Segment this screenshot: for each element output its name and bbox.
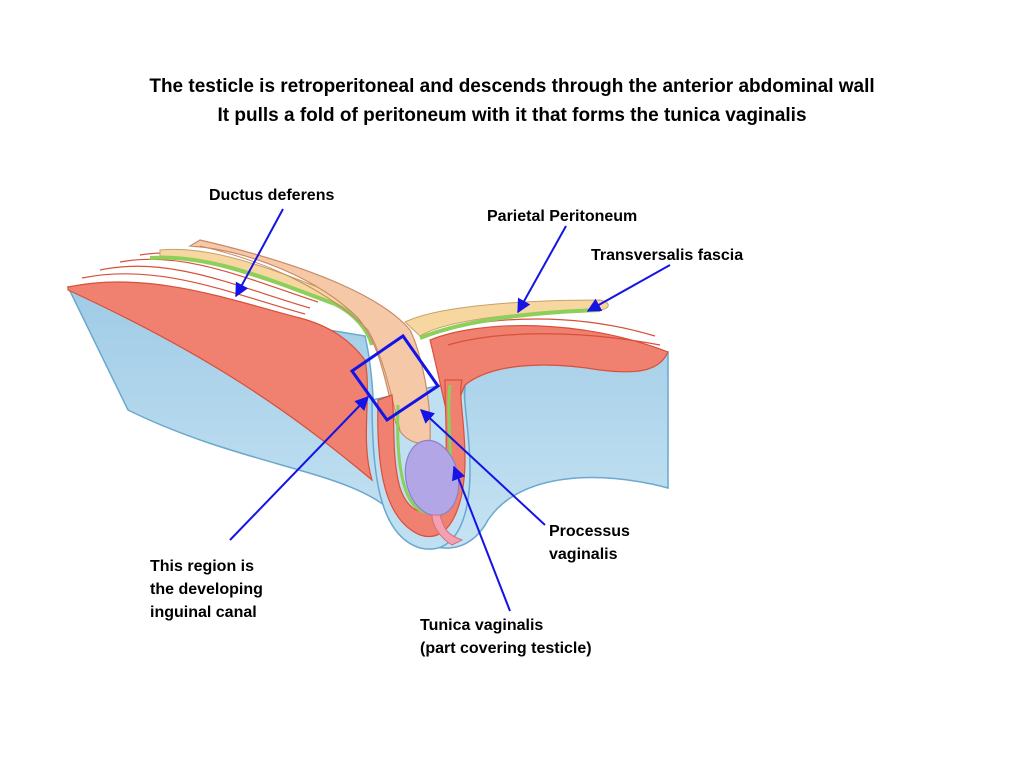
label-processus-vaginalis-line-1: Processus (549, 523, 630, 540)
label-inguinal-canal-line-2: the developing (150, 581, 263, 598)
label-processus-vaginalis-line-2: vaginalis (549, 546, 618, 563)
arrow-tunica-vaginalis (452, 465, 511, 612)
right-fascia-layer (419, 308, 601, 340)
label-parietal-peritoneum: Parietal Peritoneum (487, 208, 638, 225)
label-inguinal-canal-line-3: inguinal canal (150, 604, 257, 621)
label-processus-vaginalis: Processus vaginalis (549, 520, 630, 566)
title-line-2: It pulls a fold of peritoneum with it th… (217, 105, 807, 126)
gubernaculum (431, 514, 464, 546)
slide-title: The testicle is retroperitoneal and desc… (0, 72, 1024, 130)
label-tunica-vaginalis-line-2: (part covering testicle) (420, 640, 592, 657)
left-fascia-layer (149, 255, 374, 346)
arrow-ductus-deferens (235, 208, 284, 298)
label-inguinal-canal: This region is the developing inguinal c… (150, 555, 263, 624)
arrow-inguinal-canal (229, 395, 369, 541)
inguinal-canal-box (349, 333, 441, 423)
label-inguinal-canal-line-1: This region is (150, 558, 255, 575)
left-muscle-layers (67, 281, 374, 482)
label-ductus-deferens: Ductus deferens (209, 187, 335, 204)
arrow-parietal-peritoneum (517, 225, 567, 314)
arrow-processus-vaginalis (419, 409, 546, 526)
label-tunica-vaginalis: Tunica vaginalis (part covering testicle… (420, 614, 592, 660)
title-line-1: The testicle is retroperitoneal and desc… (149, 76, 875, 97)
right-peritoneum-layer (404, 299, 609, 337)
arrow-transversalis-fascia (586, 264, 671, 312)
label-tunica-vaginalis-line-1: Tunica vaginalis (420, 617, 544, 634)
label-transversalis-fascia: Transversalis fascia (591, 247, 744, 264)
